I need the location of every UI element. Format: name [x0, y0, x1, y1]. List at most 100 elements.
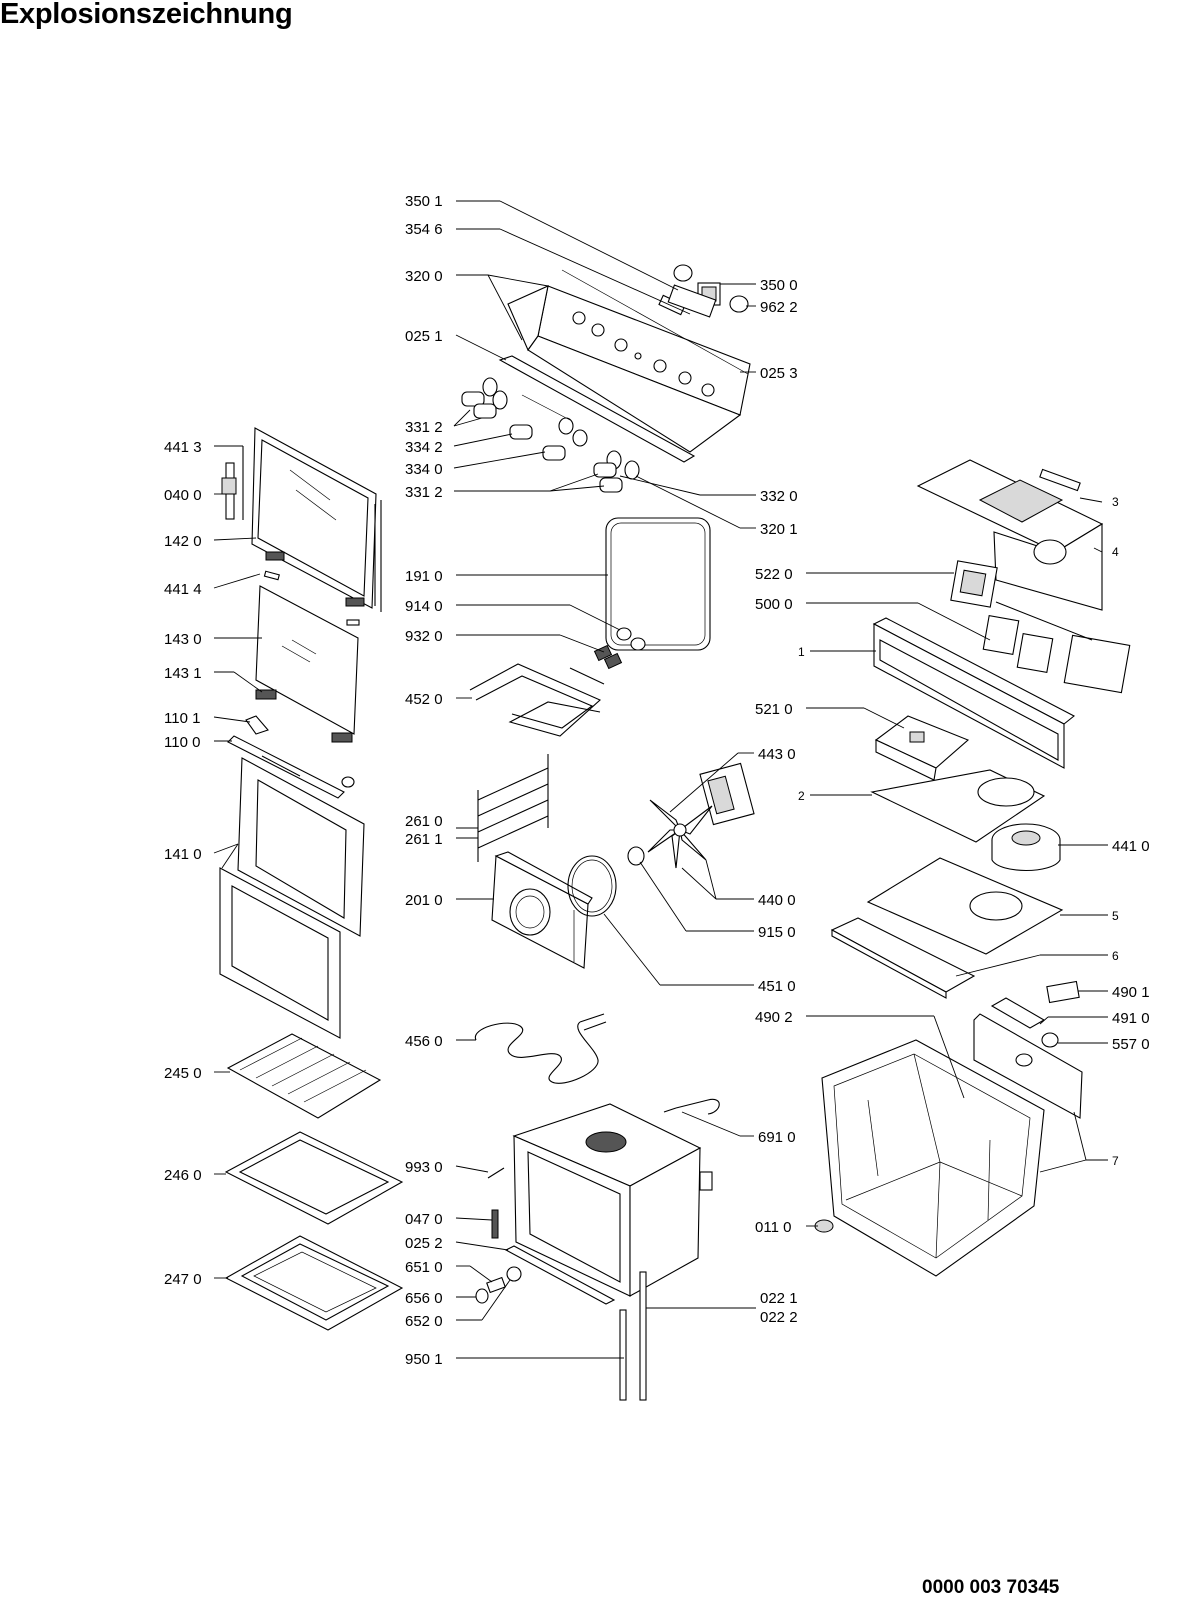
part-label: 141 0 — [164, 846, 202, 863]
part-label: 451 0 — [758, 978, 796, 995]
bottom-heating-element — [474, 1013, 607, 1084]
part-labels: 350 1 354 6 320 0 025 1 331 2 334 2 334 … — [164, 193, 1150, 1368]
part-label: 950 1 — [405, 1351, 443, 1368]
part-label: 143 0 — [164, 631, 202, 648]
document-number: 0000 003 70345 — [922, 1577, 1060, 1598]
part-label: 452 0 — [405, 691, 443, 708]
baking-tray — [224, 1131, 404, 1225]
part-label: 441 4 — [164, 581, 202, 598]
part-label: 6 — [1112, 949, 1119, 963]
door-lock-parts — [475, 1266, 522, 1304]
part-label: 025 3 — [760, 365, 798, 382]
part-label: 025 2 — [405, 1235, 443, 1252]
terminal-block — [990, 980, 1080, 1048]
outer-door-glass — [219, 757, 365, 1039]
part-label: 040 0 — [164, 487, 202, 504]
oven-lamp — [593, 627, 646, 670]
page-title: Explosionszeichnung — [0, 0, 293, 30]
part-label: 025 1 — [405, 328, 443, 345]
door-hinge — [221, 462, 237, 520]
part-label: 320 0 — [405, 268, 443, 285]
part-label: 022 1 — [760, 1290, 798, 1307]
part-label: 3 — [1112, 495, 1119, 509]
part-label: 4 — [1112, 545, 1119, 559]
door-handle — [227, 715, 355, 799]
part-label: 110 1 — [164, 710, 200, 727]
oven-wire-rack — [226, 1033, 382, 1119]
part-label: 331 2 — [405, 484, 443, 501]
part-label: 691 0 — [758, 1129, 796, 1146]
part-label: 522 0 — [755, 566, 793, 583]
control-panel-bracket — [498, 355, 696, 463]
control-board — [874, 715, 970, 781]
part-label: 350 0 — [760, 277, 798, 294]
top-heating-element — [469, 663, 605, 737]
top-cover — [916, 459, 1104, 611]
part-label: 656 0 — [405, 1290, 443, 1307]
part-label: 2 — [798, 789, 805, 803]
part-label: 490 1 — [1112, 984, 1150, 1001]
leader-lines — [213, 200, 1108, 1359]
part-label: 201 0 — [405, 892, 443, 909]
part-label: 320 1 — [760, 521, 798, 538]
part-label: 047 0 — [405, 1211, 443, 1228]
part-label: 915 0 — [758, 924, 796, 941]
part-label: 5 — [1112, 909, 1119, 923]
part-label: 261 1 — [405, 831, 443, 848]
part-label: 7 — [1112, 1154, 1119, 1168]
door-clips — [263, 551, 365, 626]
part-label: 332 0 — [760, 488, 798, 505]
part-label: 443 0 — [758, 746, 796, 763]
deep-baking-tray — [224, 1235, 404, 1331]
part-label: 143 1 — [164, 665, 202, 682]
side-rails — [619, 1271, 647, 1401]
part-label: 914 0 — [405, 598, 443, 615]
glass-clips — [255, 689, 353, 743]
part-label: 521 0 — [755, 701, 793, 718]
door-gasket — [605, 517, 711, 651]
part-label: 962 2 — [760, 299, 798, 316]
part-label: 331 2 — [405, 419, 443, 436]
part-label: 1 — [798, 645, 805, 659]
oven-cavity — [512, 1103, 713, 1297]
fan-motor-assembly — [627, 762, 755, 869]
control-housing — [872, 617, 1076, 769]
part-label: 245 0 — [164, 1065, 202, 1082]
part-label: 456 0 — [405, 1033, 443, 1050]
control-knobs — [461, 377, 640, 493]
part-label: 022 2 — [760, 1309, 798, 1326]
part-label: 334 2 — [405, 439, 443, 456]
part-label: 993 0 — [405, 1159, 443, 1176]
part-label: 557 0 — [1112, 1036, 1150, 1053]
part-label: 142 0 — [164, 533, 202, 550]
inner-glass — [255, 585, 359, 735]
part-label: 500 0 — [755, 596, 793, 613]
part-label: 354 6 — [405, 221, 443, 238]
ring-heating-element — [567, 855, 617, 917]
control-panel-front — [507, 269, 751, 453]
part-label: 652 0 — [405, 1313, 443, 1330]
door-inner-frame — [242, 427, 382, 612]
relay-modules — [950, 560, 1131, 694]
part-label: 246 0 — [164, 1167, 202, 1184]
shelf-supports — [477, 754, 549, 862]
cooling-fan — [991, 823, 1061, 872]
rear-panel — [973, 1013, 1083, 1119]
part-label: 932 0 — [405, 628, 443, 645]
cavity-front-bracket — [504, 1245, 616, 1305]
deflector-plate — [866, 857, 1064, 955]
part-label: 490 2 — [755, 1009, 793, 1026]
part-label: 011 0 — [755, 1219, 791, 1236]
part-label: 261 0 — [405, 813, 443, 830]
air-duct — [870, 769, 1046, 843]
part-label: 440 0 — [758, 892, 796, 909]
cavity-fasteners — [487, 1167, 505, 1239]
part-label: 191 0 — [405, 568, 443, 585]
part-label: 651 0 — [405, 1259, 443, 1276]
cable-guide — [663, 1098, 720, 1115]
front-strip — [830, 917, 976, 999]
part-label: 334 0 — [405, 461, 443, 478]
part-label: 350 1 — [405, 193, 443, 210]
part-label: 491 0 — [1112, 1010, 1150, 1027]
